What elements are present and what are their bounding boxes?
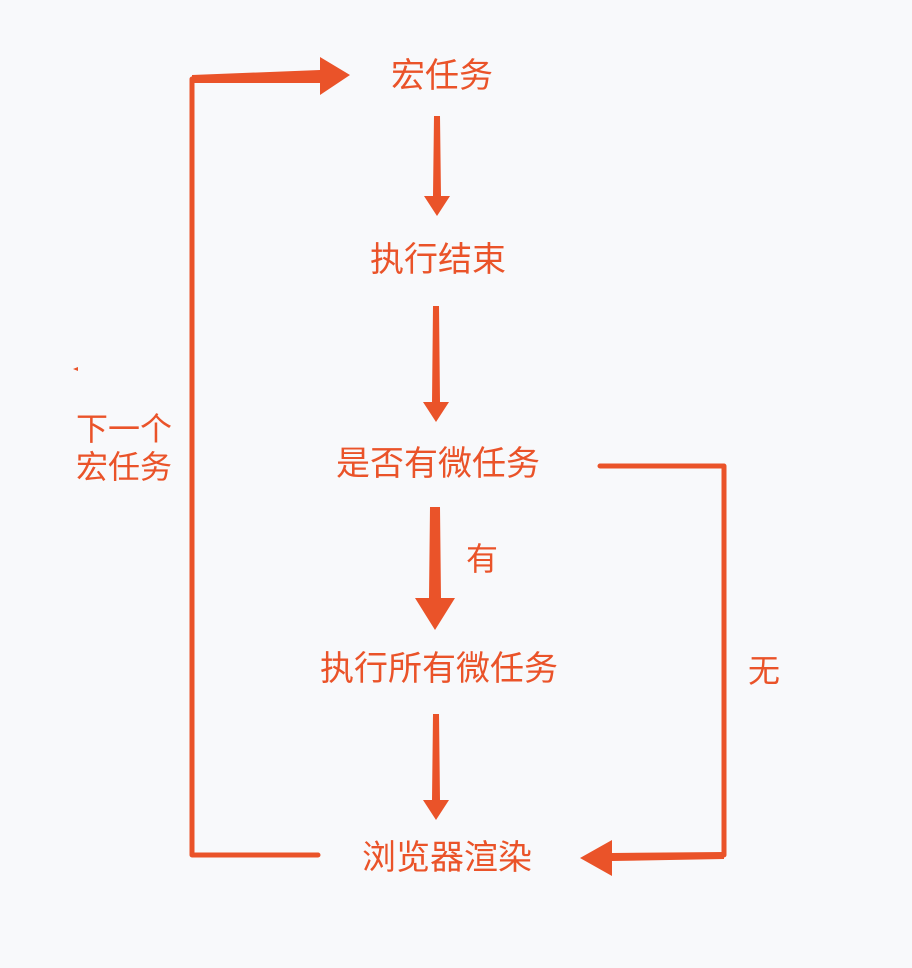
edge-label-next-macro-task-line1: 下一个 (76, 410, 173, 448)
stray-mark (73, 367, 78, 371)
node-run-all-micro-tasks: 执行所有微任务 (320, 649, 558, 689)
node-execution-end: 执行结束 (370, 240, 506, 280)
node-macro-task: 宏任务 (391, 56, 493, 96)
arrow-check-to-micro-yes (415, 507, 455, 630)
edge-label-next-macro-task: 下一个 宏任务 (76, 410, 172, 486)
arrow-render-to-macro-loop (189, 57, 350, 858)
arrow-check-to-render-no (580, 463, 727, 876)
node-browser-render: 浏览器渲染 (362, 838, 532, 878)
edge-label-no: 无 (748, 652, 781, 690)
arrow-end-to-check (423, 306, 449, 422)
node-has-micro-task: 是否有微任务 (336, 444, 540, 484)
arrow-micro-to-render (423, 714, 449, 820)
arrow-macro-to-end (424, 116, 450, 216)
edge-label-next-macro-task-line2: 宏任务 (76, 448, 173, 486)
edge-label-yes: 有 (466, 540, 499, 578)
